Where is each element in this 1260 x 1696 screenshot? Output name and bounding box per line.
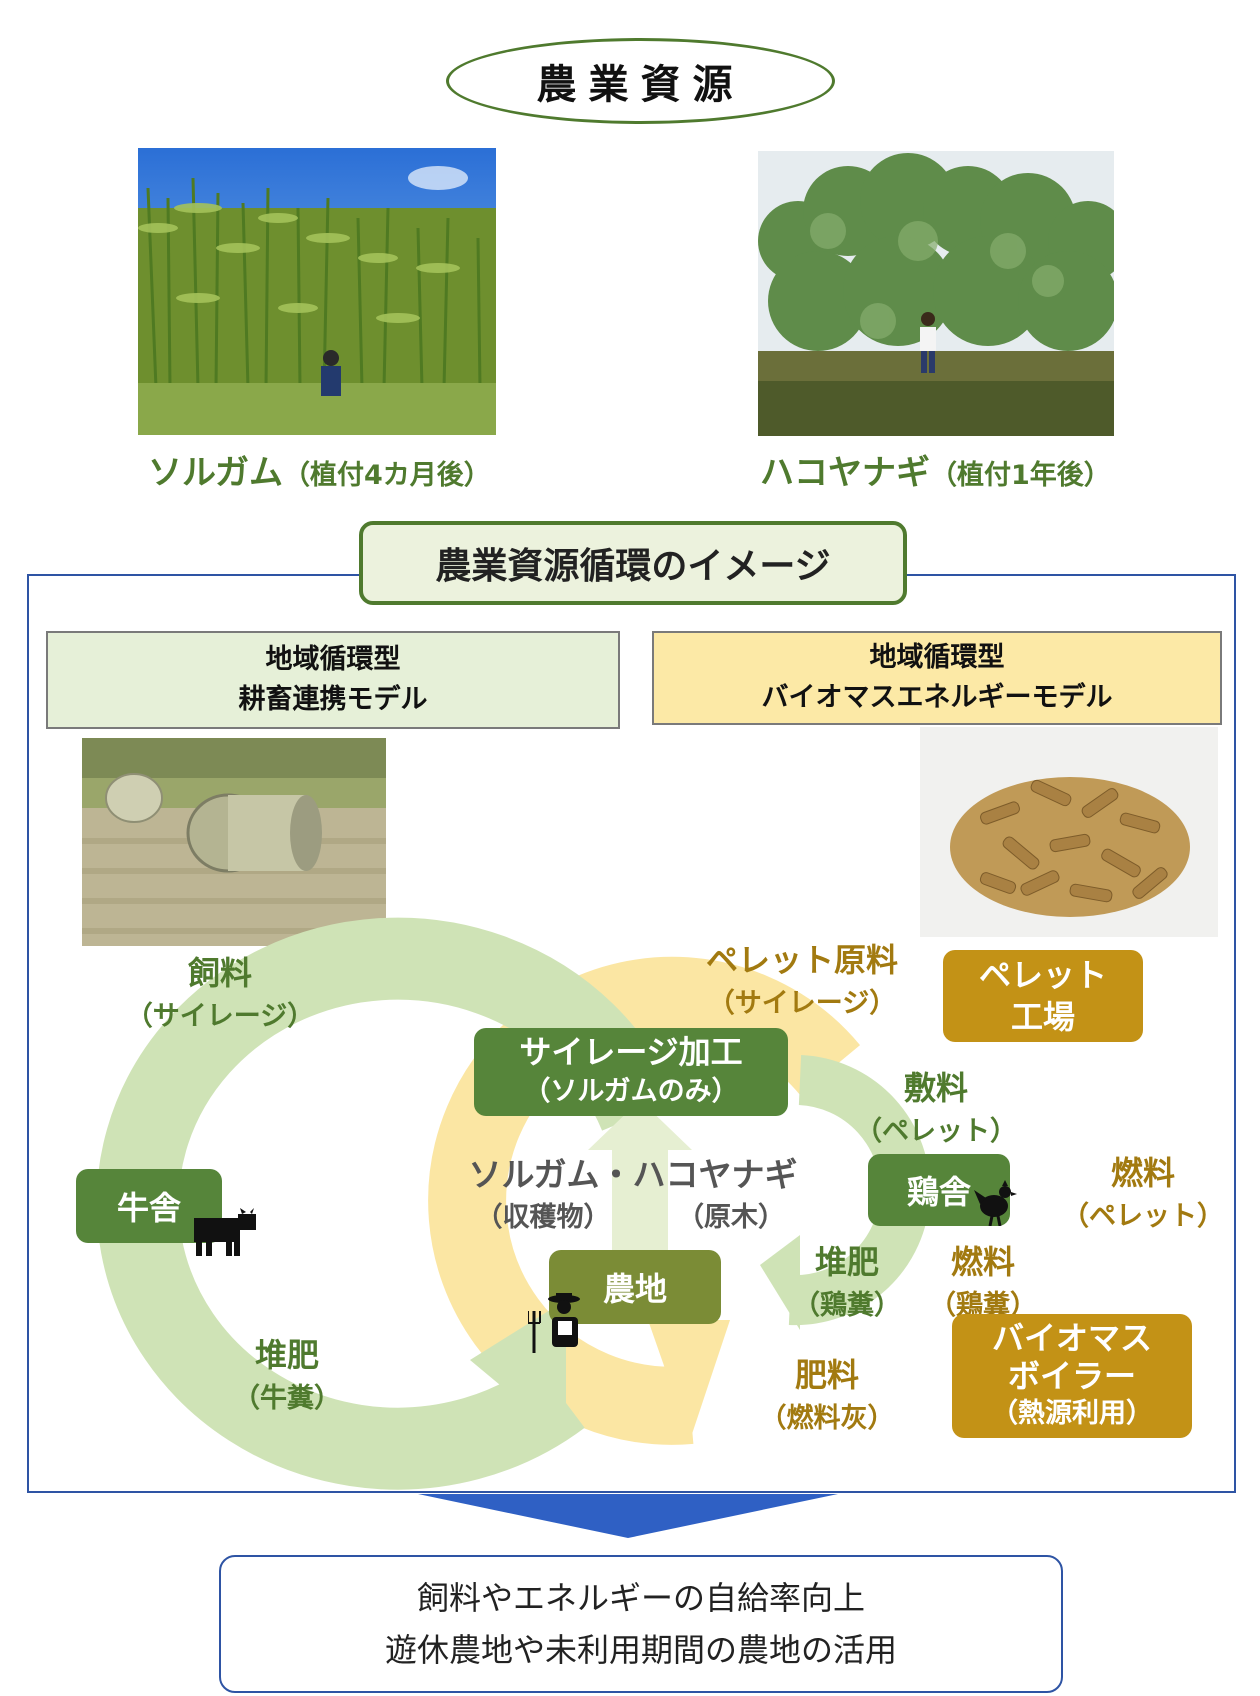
compost-cow-title: 堆肥	[254, 1336, 319, 1374]
boiler-line2: ボイラー	[1007, 1357, 1136, 1395]
compost-chicken-label: 堆肥 （鶏糞）	[782, 1237, 912, 1322]
sorghum-photo	[138, 148, 496, 435]
green-arrowhead	[470, 1300, 566, 1440]
farmer-icon	[528, 1293, 580, 1353]
boiler-note: （熱源利用）	[991, 1398, 1153, 1429]
fuel-pellet-note: （ペレット）	[1062, 1201, 1224, 1232]
harvest-arrow-head	[588, 1100, 692, 1150]
wood-note: （原木）	[677, 1202, 785, 1233]
pellet-material-title: ペレット原料	[705, 941, 898, 979]
feed-note: （サイレージ）	[125, 1001, 315, 1032]
rooster-icon	[974, 1180, 1017, 1226]
farmland-box: 農地	[549, 1250, 721, 1324]
harvest-note-label: （収穫物）	[468, 1195, 618, 1234]
summary-line2: 遊休農地や未利用期間の農地の活用	[384, 1631, 897, 1669]
compost-chicken-title: 堆肥	[814, 1243, 879, 1281]
silage-processing-title: サイレージ加工	[519, 1033, 743, 1071]
boiler-line1: バイオマス	[991, 1319, 1152, 1357]
fuel-pellet-label: 燃料 （ペレット）	[1048, 1148, 1238, 1233]
sorghum-label: ソルガム	[148, 453, 283, 493]
poplar-label: ハコヤナギ	[760, 453, 930, 493]
cycle-title-box: 農業資源循環のイメージ	[359, 521, 907, 605]
biomass-model-box: 地域循環型 バイオマスエネルギーモデル	[652, 631, 1222, 725]
silage-processing-note: （ソルガムのみ）	[523, 1076, 739, 1107]
poplar-note: （植付1年後）	[930, 460, 1111, 491]
title-oval: 農業資源	[446, 38, 835, 124]
henhouse-title: 鶏舎	[906, 1173, 971, 1211]
compost-cow-label: 堆肥 （牛糞）	[222, 1330, 352, 1415]
biomass-model-line1: 地域循環型	[869, 642, 1005, 673]
bedding-note: （ペレット）	[855, 1116, 1017, 1147]
compost-cow-note: （牛糞）	[233, 1383, 341, 1414]
cowshed-title: 牛舎	[116, 1189, 181, 1227]
cow-icon	[194, 1208, 256, 1256]
feed-label: 飼料 （サイレージ）	[115, 948, 325, 1033]
page-title: 農業資源	[536, 62, 745, 108]
pellet-material-label: ペレット原料 （サイレージ）	[682, 935, 922, 1020]
pellet-material-note: （サイレージ）	[707, 988, 897, 1019]
summary-line1: 飼料やエネルギーの自給率向上	[416, 1579, 865, 1617]
silage-processing-box: サイレージ加工 （ソルガムのみ）	[474, 1028, 788, 1116]
poplar-caption: ハコヤナギ（植付1年後）	[760, 445, 1111, 494]
fuel-chicken-title: 燃料	[950, 1243, 1015, 1281]
yellow-arrowhead	[648, 1320, 730, 1440]
crops-label: ソルガム・ハコヤナギ	[448, 1148, 818, 1196]
pellet-photo	[920, 727, 1218, 937]
biomass-boiler-box: バイオマス ボイラー （熱源利用）	[952, 1314, 1192, 1438]
feed-title: 飼料	[187, 954, 252, 992]
poplar-photo	[758, 151, 1114, 436]
fertilizer-note: （燃料灰）	[759, 1403, 895, 1434]
harvest-arrow-shaft	[612, 1150, 668, 1250]
result-arrow	[418, 1494, 838, 1538]
cycle-title: 農業資源循環のイメージ	[435, 546, 831, 587]
livestock-model-line2: 耕畜連携モデル	[238, 684, 428, 715]
summary-box: 飼料やエネルギーの自給率向上 遊休農地や未利用期間の農地の活用	[219, 1555, 1063, 1693]
green-ring	[96, 917, 678, 1490]
fuel-pellet-title: 燃料	[1110, 1154, 1175, 1192]
silage-bale-photo	[82, 738, 386, 946]
pellet-factory-line2: 工場	[1010, 998, 1075, 1036]
bedding-label: 敷料 （ペレット）	[846, 1063, 1026, 1148]
pellet-factory-box: ペレット 工場	[943, 950, 1143, 1042]
sorghum-note: （植付4カ月後）	[282, 460, 491, 491]
biomass-model-line2: バイオマスエネルギーモデル	[761, 682, 1113, 713]
farmland-title: 農地	[602, 1270, 667, 1308]
crops-title: ソルガム・ハコヤナギ	[468, 1155, 798, 1194]
compost-chicken-note: （鶏糞）	[793, 1290, 901, 1321]
fuel-chicken-label: 燃料 （鶏糞）	[928, 1237, 1038, 1322]
fertilizer-title: 肥料	[794, 1356, 859, 1394]
sorghum-caption: ソルガム（植付4カ月後）	[148, 445, 491, 494]
inner-green-arrowhead	[760, 1235, 800, 1330]
wood-note-label: （原木）	[666, 1195, 796, 1234]
livestock-model-line1: 地域循環型	[265, 644, 401, 675]
harvest-note: （収穫物）	[475, 1202, 611, 1233]
fertilizer-label: 肥料 （燃料灰）	[752, 1350, 902, 1435]
livestock-model-box: 地域循環型 耕畜連携モデル	[46, 631, 620, 729]
bedding-title: 敷料	[903, 1069, 968, 1107]
pellet-factory-line1: ペレット	[978, 956, 1107, 994]
